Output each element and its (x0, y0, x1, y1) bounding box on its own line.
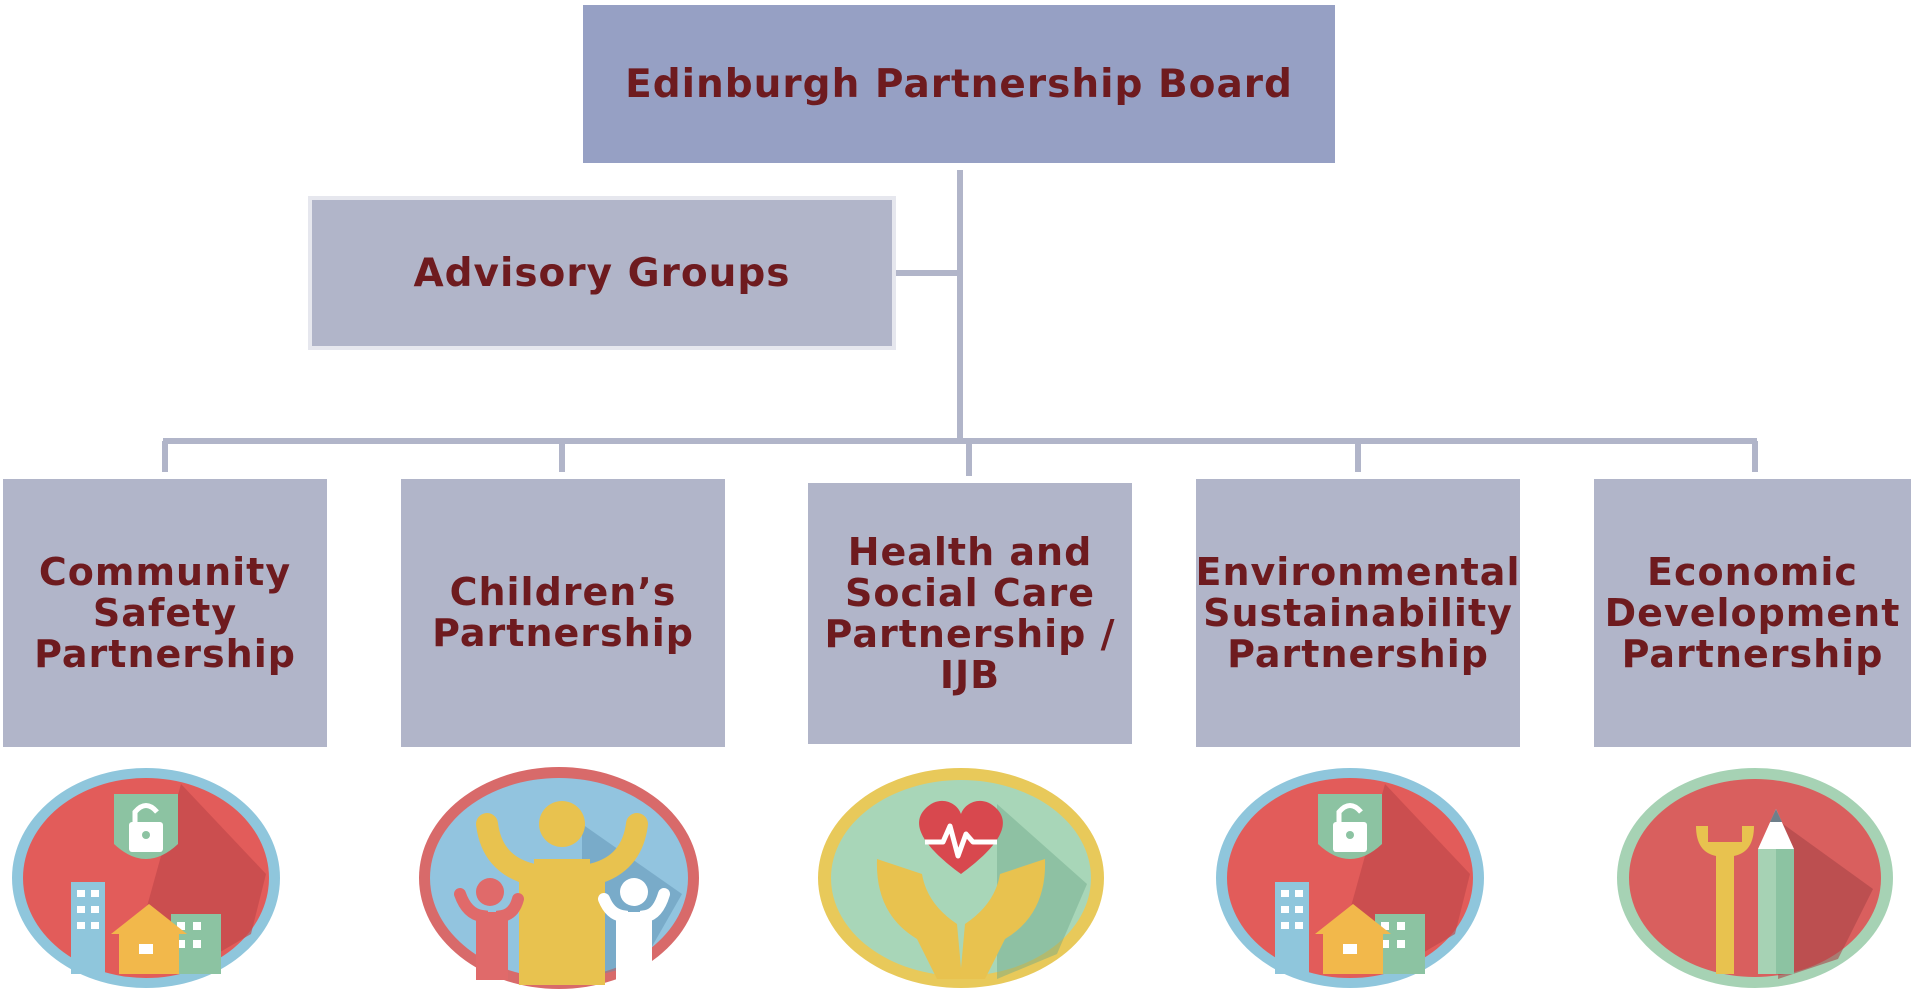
security-city-icon (1215, 764, 1515, 991)
tools-icon (1608, 764, 1908, 991)
partnership-label: Children’s Partnership (432, 570, 694, 655)
partnership-box-economic: Economic Development Partnership (1594, 479, 1911, 747)
advisory-groups-box: Advisory Groups (308, 196, 896, 350)
family-people-icon (412, 764, 712, 991)
partnership-label: Health and Social Care Partnership / IJB (824, 529, 1116, 697)
heart-hands-icon (817, 764, 1117, 991)
advisory-title: Advisory Groups (413, 250, 791, 296)
partnership-box-health-social-care: Health and Social Care Partnership / IJB (808, 483, 1132, 744)
partnership-label: Community Safety Partnership (34, 549, 296, 676)
partnership-box-environmental: Environmental Sustainability Partnership (1196, 479, 1520, 747)
partnership-box-community-safety: Community Safety Partnership (3, 479, 327, 747)
security-city-icon (11, 764, 311, 991)
board-title: Edinburgh Partnership Board (625, 61, 1293, 107)
partnership-label: Economic Development Partnership (1604, 549, 1901, 676)
board-box: Edinburgh Partnership Board (583, 5, 1335, 163)
partnership-box-childrens: Children’s Partnership (401, 479, 725, 747)
partnership-label: Environmental Sustainability Partnership (1195, 549, 1521, 676)
